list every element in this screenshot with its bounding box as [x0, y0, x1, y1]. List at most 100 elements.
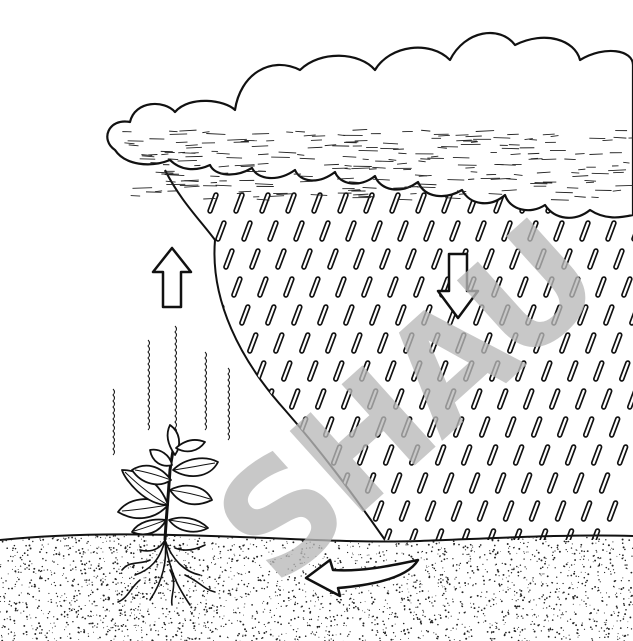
soil-grain: [274, 621, 275, 622]
soil-grain: [547, 567, 548, 568]
soil-grain: [63, 600, 65, 602]
soil-grain: [524, 553, 525, 554]
raindrop: [200, 251, 206, 267]
soil-grain: [403, 553, 404, 554]
soil-grain: [48, 544, 49, 545]
soil-grain: [533, 599, 534, 600]
soil-grain: [599, 564, 600, 565]
soil-grain: [560, 627, 562, 629]
soil-grain: [63, 573, 64, 574]
soil-grain: [419, 618, 421, 620]
raindrop: [206, 363, 212, 379]
soil-grain: [15, 555, 16, 556]
soil-grain: [55, 585, 56, 586]
soil-grain: [303, 619, 304, 620]
soil-grain: [243, 615, 244, 616]
soil-grain: [340, 599, 342, 601]
soil-grain: [171, 622, 173, 624]
soil-grain: [444, 550, 446, 552]
soil-grain: [489, 550, 490, 551]
soil-grain: [294, 638, 295, 639]
soil-grain: [122, 556, 123, 557]
soil-grain: [41, 549, 43, 551]
soil-grain: [628, 598, 629, 599]
soil-grain: [449, 537, 451, 539]
soil-grain: [559, 591, 560, 592]
soil-grain: [532, 621, 533, 622]
soil-grain: [115, 557, 116, 558]
soil-grain: [530, 624, 531, 625]
soil-grain: [204, 614, 205, 615]
soil-grain: [96, 552, 97, 553]
cloud-hatch-stroke: [615, 185, 633, 186]
soil-grain: [179, 628, 181, 630]
soil-grain: [428, 544, 430, 546]
soil-grain: [73, 560, 75, 562]
soil-grain: [158, 577, 159, 578]
soil-grain: [234, 554, 235, 555]
soil-grain: [220, 605, 222, 607]
soil-grain: [104, 561, 105, 562]
soil-grain: [251, 604, 253, 606]
soil-grain: [425, 570, 426, 571]
soil-grain: [203, 625, 204, 626]
soil-grain: [409, 599, 410, 600]
soil-grain: [311, 619, 312, 620]
watermark: SHAU: [184, 191, 630, 617]
soil-grain: [626, 532, 628, 534]
soil-grain: [229, 558, 230, 559]
soil-grain: [211, 622, 212, 623]
soil-grain: [426, 567, 427, 568]
cloud-hatch-stroke: [169, 131, 177, 132]
soil-grain: [324, 637, 325, 638]
soil-grain: [368, 617, 369, 618]
soil-grain: [457, 532, 458, 533]
soil-grain: [598, 587, 599, 588]
soil-grain: [444, 554, 446, 556]
soil-grain: [198, 617, 199, 618]
soil-grain: [45, 560, 46, 561]
soil-grain: [76, 612, 77, 613]
soil-grain: [568, 593, 570, 595]
soil-grain: [329, 610, 330, 611]
soil-grain: [628, 604, 630, 606]
soil-grain: [411, 575, 412, 576]
soil-grain: [481, 592, 482, 593]
soil-grain: [146, 559, 147, 560]
soil-grain: [516, 566, 518, 568]
soil-grain: [214, 556, 215, 557]
soil-grain: [528, 591, 529, 592]
soil-grain: [237, 572, 238, 573]
raindrop-highlight: [206, 363, 212, 379]
soil-grain: [275, 595, 276, 596]
soil-grain: [130, 566, 131, 567]
soil-grain: [21, 559, 22, 560]
soil-grain: [575, 624, 577, 626]
soil-grain: [38, 605, 40, 607]
soil-grain: [52, 538, 54, 540]
soil-grain: [413, 581, 414, 582]
soil-grain: [59, 554, 60, 555]
soil-grain: [403, 598, 405, 600]
cloud-hatch-stroke: [312, 136, 325, 137]
cloud-hatch-stroke: [237, 193, 244, 194]
soil-grain: [82, 616, 84, 618]
soil-grain: [18, 569, 19, 570]
soil-grain: [103, 599, 105, 601]
soil-grain: [561, 638, 563, 640]
soil-grain: [394, 616, 396, 618]
soil-grain: [60, 597, 61, 598]
soil-grain: [64, 611, 66, 613]
soil-grain: [585, 572, 586, 573]
soil-grain: [212, 631, 214, 633]
soil-grain: [569, 639, 571, 641]
soil-grain: [213, 616, 214, 617]
soil-grain: [621, 588, 623, 590]
raindrop: [194, 503, 200, 519]
soil-grain: [198, 578, 199, 579]
soil-grain: [138, 535, 140, 537]
soil-grain: [480, 544, 482, 546]
soil-grain: [592, 542, 594, 544]
soil-grain: [493, 593, 494, 594]
soil-grain: [160, 542, 161, 543]
